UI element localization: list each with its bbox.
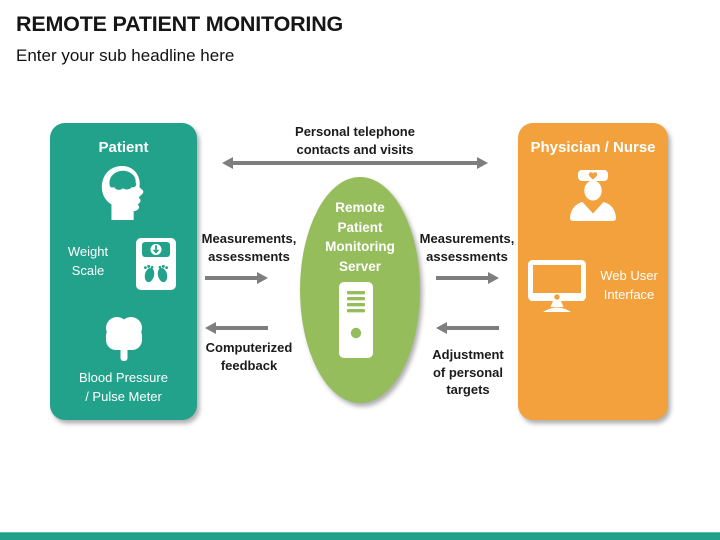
page-title: REMOTE PATIENT MONITORING — [16, 12, 344, 36]
arrow-shaft — [445, 326, 499, 330]
server-ellipse: Remote Patient Monitoring Server — [300, 177, 420, 403]
arrowhead-right-icon — [477, 157, 488, 169]
double-arrow-top — [222, 157, 488, 169]
server-to-physician-label: Measurements, assessments — [419, 231, 515, 264]
blood-pressure-label: Blood Pressure / Pulse Meter — [79, 370, 168, 404]
physician-to-server-label: Adjustment of personal targets — [432, 347, 504, 398]
arrowhead-left-icon — [436, 322, 447, 334]
arrowhead-right-icon — [257, 272, 268, 284]
physician-box-title: Physician / Nurse — [530, 139, 656, 156]
arrow-shaft — [214, 326, 268, 330]
patient-box: Patient Weight Scale — [50, 123, 197, 420]
page-subtitle: Enter your sub headline here — [16, 46, 235, 65]
arrow-shaft — [231, 161, 479, 165]
arrow-shaft — [205, 276, 259, 280]
weight-scale-label: Weight Scale — [67, 244, 109, 278]
top-arrow-label: Personal telephone contacts and visits — [295, 124, 415, 157]
arrow-server-to-patient — [205, 322, 268, 334]
arrow-patient-to-server — [205, 272, 268, 284]
bottom-accent-bar — [0, 532, 720, 540]
patient-to-server-label: Measurements, assessments — [201, 231, 297, 264]
weight-scale-icon — [136, 238, 176, 295]
blood-pressure-bulb-icon — [104, 316, 144, 367]
arrowhead-left-icon — [222, 157, 233, 169]
patient-box-title: Patient — [98, 139, 149, 156]
arrow-server-to-physician — [436, 272, 499, 284]
server-ellipse-title: Remote Patient Monitoring Server — [325, 200, 395, 274]
physician-box: Physician / Nurse Web User Interface — [518, 123, 668, 420]
nurse-icon — [563, 165, 623, 228]
arrowhead-right-icon — [488, 272, 499, 284]
server-to-patient-label: Computerized feedback — [205, 340, 293, 373]
server-tower-icon — [339, 282, 373, 363]
child-head-brain-icon — [97, 163, 151, 226]
web-ui-label: Web User Interface — [600, 268, 658, 302]
monitor-icon — [528, 260, 586, 317]
arrowhead-left-icon — [205, 322, 216, 334]
arrow-physician-to-server — [436, 322, 499, 334]
arrow-shaft — [436, 276, 490, 280]
